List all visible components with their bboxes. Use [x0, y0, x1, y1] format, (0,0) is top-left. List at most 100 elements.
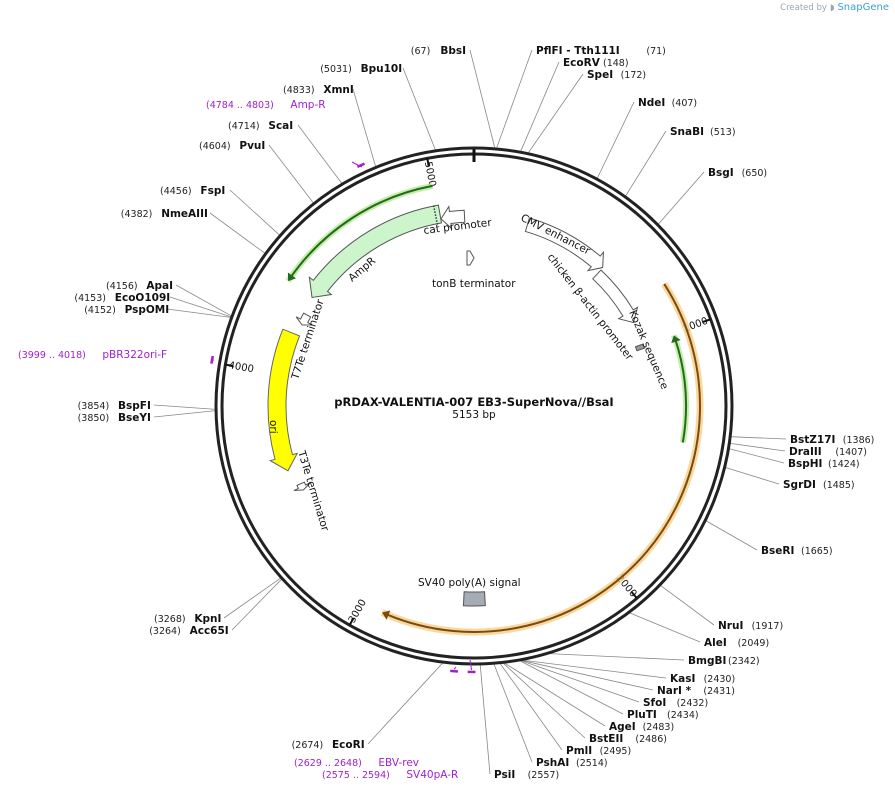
enzyme-name[interactable]: EcoRI: [332, 739, 365, 751]
enzyme-name[interactable]: BsgI: [708, 167, 734, 179]
enzyme-position: (407): [672, 98, 698, 109]
enzyme-name[interactable]: BspFI: [118, 400, 151, 412]
primer-name[interactable]: pBR322ori-F: [102, 349, 167, 361]
enzyme-name[interactable]: PshAI: [536, 757, 569, 769]
enzyme-position: (3268): [154, 614, 186, 625]
enzyme-leader: [402, 67, 437, 151]
enzyme-position: (2514): [576, 758, 608, 769]
green-orf-right-arc: [674, 338, 687, 443]
ori-label: ori: [267, 420, 279, 434]
enzyme-name[interactable]: AgeI: [609, 721, 636, 733]
enzyme-name[interactable]: SnaBI: [670, 126, 704, 138]
primer-name[interactable]: EBV-rev: [378, 757, 419, 769]
primer-leader: [469, 659, 473, 671]
tick-mark: [348, 617, 355, 626]
enzyme-name[interactable]: PspOMI: [125, 304, 170, 316]
enzyme-name[interactable]: SfoI: [643, 697, 666, 709]
kozak-sequence-feature[interactable]: [634, 343, 646, 352]
enzyme-name[interactable]: NruI: [718, 620, 743, 632]
enzyme-position: (2049): [738, 638, 770, 649]
enzyme-position: (1424): [828, 459, 860, 470]
enzyme-position: (1665): [801, 546, 833, 557]
enzyme-position: (650): [742, 168, 768, 179]
enzyme-name[interactable]: PmlI: [566, 745, 592, 757]
enzyme-position: (5031): [320, 64, 352, 75]
enzyme-position: (2483): [643, 722, 675, 733]
enzyme-leader: [519, 659, 640, 703]
enzyme-position: (2432): [677, 698, 709, 709]
enzyme-name[interactable]: FspI: [200, 185, 225, 197]
enzyme-name[interactable]: BmgBI: [688, 655, 726, 667]
t7te-terminator-feature[interactable]: [295, 312, 313, 326]
green-orf-right-arrowhead: [671, 335, 681, 344]
enzyme-name[interactable]: ApaI: [146, 280, 173, 292]
t3te-terminator-feature[interactable]: [293, 481, 311, 492]
enzyme-name[interactable]: NmeAIII: [161, 208, 208, 220]
enzyme-leader: [223, 577, 282, 619]
primer-marker[interactable]: [210, 355, 214, 364]
cat-promoter-feature[interactable]: [440, 205, 466, 230]
primer-leader: [453, 666, 457, 670]
enzyme-leader: [519, 659, 667, 679]
ori-feature[interactable]: [267, 328, 301, 472]
enzyme-name[interactable]: EcoRV: [563, 57, 601, 69]
enzyme-name[interactable]: KasI: [670, 673, 695, 685]
enzyme-name[interactable]: Acc65I: [190, 625, 229, 637]
primer-marker[interactable]: [450, 669, 459, 673]
tick-mark: [225, 363, 234, 367]
enzyme-name[interactable]: NarI *: [657, 685, 692, 697]
enzyme-name[interactable]: PvuI: [239, 140, 265, 152]
tick-label: 5000: [422, 161, 438, 188]
enzyme-position: (1386): [843, 435, 875, 446]
enzyme-name[interactable]: BseYI: [118, 412, 151, 424]
enzyme-name[interactable]: ScaI: [268, 120, 293, 132]
enzyme-leader: [527, 73, 584, 154]
enzyme-leader: [546, 653, 685, 661]
enzyme-leader: [518, 659, 624, 715]
tick-mark: [702, 318, 711, 323]
enzyme-name[interactable]: BseRI: [761, 545, 794, 557]
enzyme-leader: [730, 436, 787, 440]
enzyme-name[interactable]: PflFI - Tth111I: [536, 45, 620, 57]
enzyme-name[interactable]: DraIII: [789, 446, 822, 458]
primer-marker[interactable]: [356, 162, 366, 169]
backbone-outer: [214, 146, 734, 666]
ampr-feature[interactable]: [308, 204, 443, 299]
enzyme-name[interactable]: BbsI: [440, 45, 466, 57]
enzyme-name[interactable]: SpeI: [587, 69, 613, 81]
enzyme-name[interactable]: AleI: [704, 637, 727, 649]
enzyme-name[interactable]: SgrDI: [783, 479, 816, 491]
enzyme-name[interactable]: BspHI: [788, 458, 822, 470]
chicken-beta-actin-promoter-feature[interactable]: [592, 269, 639, 324]
primer-name[interactable]: Amp-R: [290, 99, 325, 111]
sv40-polya-signal-feature[interactable]: [462, 591, 486, 607]
cmv-enhancer-feature[interactable]: [524, 217, 605, 272]
tonb-terminator-feature[interactable]: [466, 250, 475, 266]
cmv-enhancer-label: CMV enhancer: [519, 212, 593, 258]
primer-name[interactable]: SV40pA-R: [406, 769, 458, 781]
tick-label: 3000: [347, 598, 369, 626]
created-by-text: Created by: [780, 2, 827, 13]
enzyme-leader: [624, 130, 667, 198]
enzyme-position: (4153): [74, 293, 106, 304]
enzyme-name[interactable]: NdeI: [638, 97, 665, 109]
tick-mark: [426, 158, 430, 167]
enzyme-name[interactable]: KpnI: [194, 613, 221, 625]
enzyme-name[interactable]: BstZ17I: [790, 434, 835, 446]
enzyme-leader: [493, 663, 533, 763]
enzyme-name[interactable]: Bpu10I: [361, 63, 403, 75]
enzyme-position: (2486): [635, 734, 667, 745]
enzyme-name[interactable]: EcoO109I: [115, 292, 170, 304]
enzyme-name[interactable]: PsiI: [494, 769, 515, 781]
primer-range: (3999 .. 4018): [18, 350, 86, 361]
primer-range: (4784 .. 4803): [206, 100, 274, 111]
enzyme-name[interactable]: BstEII: [589, 733, 623, 745]
enzyme-position: (1407): [835, 447, 867, 458]
enzyme-name[interactable]: XmnI: [323, 84, 353, 96]
enzyme-position: (4382): [121, 209, 153, 220]
enzyme-name[interactable]: PluTI: [627, 709, 657, 721]
enzyme-leader: [169, 296, 232, 318]
enzyme-leader: [479, 663, 491, 775]
enzyme-leader: [495, 49, 533, 150]
